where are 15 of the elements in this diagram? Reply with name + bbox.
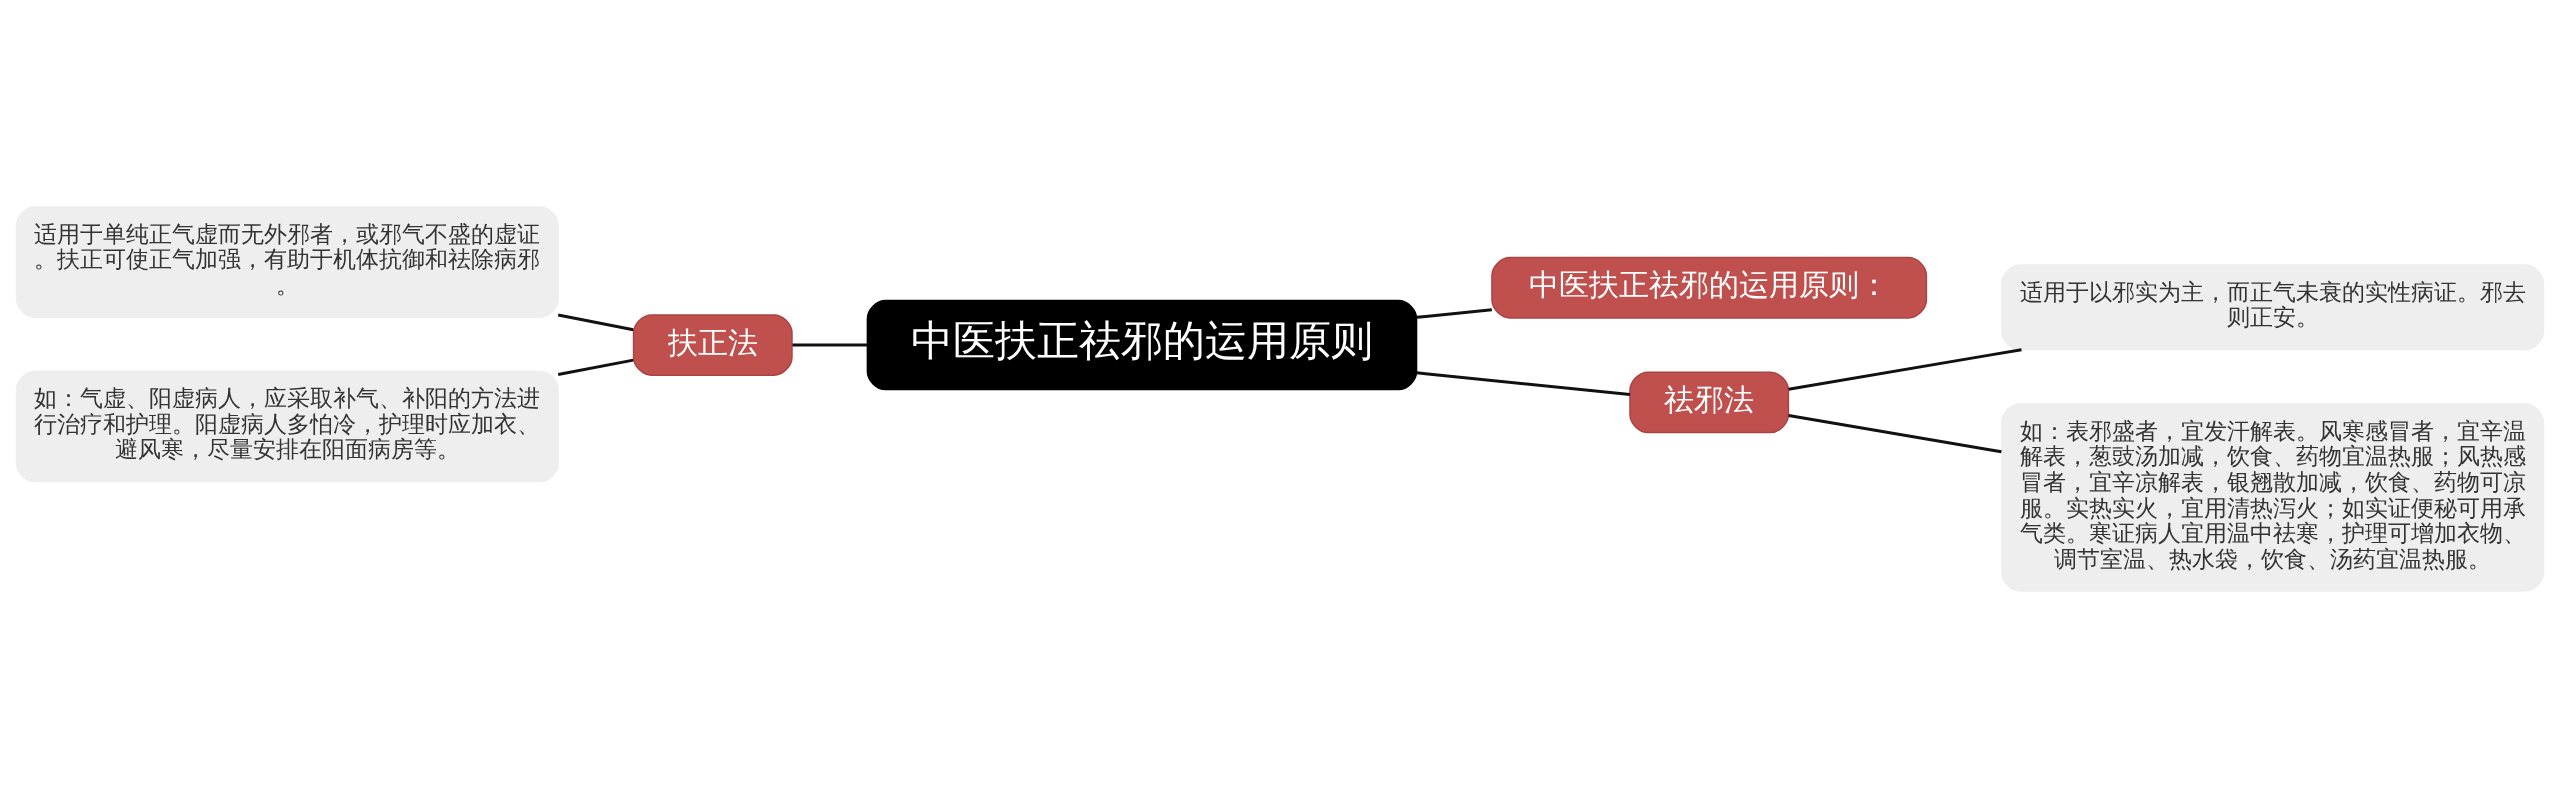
- node-box: 适用于单纯正气虚而无外邪者，或邪气不盛的虚证。扶正可使正气加强，有助于机体抗御和祛除病邪。: [15, 205, 559, 318]
- connector: [1416, 370, 1631, 396]
- connector: [557, 358, 634, 376]
- node-box: 扶正法: [632, 313, 793, 376]
- connector: [1788, 413, 2002, 453]
- connector: [792, 343, 868, 347]
- node-box: 如：气虚、阳虚病人，应采取补气、补阳的方法进行治疗和护理。阳虚病人多怕冷，护理时应加衣、避风寒，尽量安排在阳面病房等。: [15, 370, 559, 482]
- node-box: 如：表邪盛者，宜发汗解表。风寒感冒者，宜辛温解表，葱豉汤加减，饮食、药物宜温热服；风热感冒者，宜辛凉解表，银翘散加减，饮食、药物可凉服。实热实火，宜用清热泻火；如实证便秘可用承气类。寒证病人宜用温中祛寒，护理可增加衣物、调节室温、热水袋，饮食、汤药宜温热服。: [2001, 402, 2545, 592]
- connector: [557, 313, 634, 331]
- node-box: 祛邪法: [1629, 370, 1790, 433]
- connector: [1416, 307, 1492, 319]
- connector: [1788, 347, 2022, 391]
- node-box: 中医扶正祛邪的运用原则: [866, 299, 1418, 390]
- node-box: 中医扶正祛邪的运用原则：: [1491, 256, 1928, 319]
- node-box: 适用于以邪实为主，而正气未衰的实性病证。邪去则正安。: [2001, 263, 2545, 350]
